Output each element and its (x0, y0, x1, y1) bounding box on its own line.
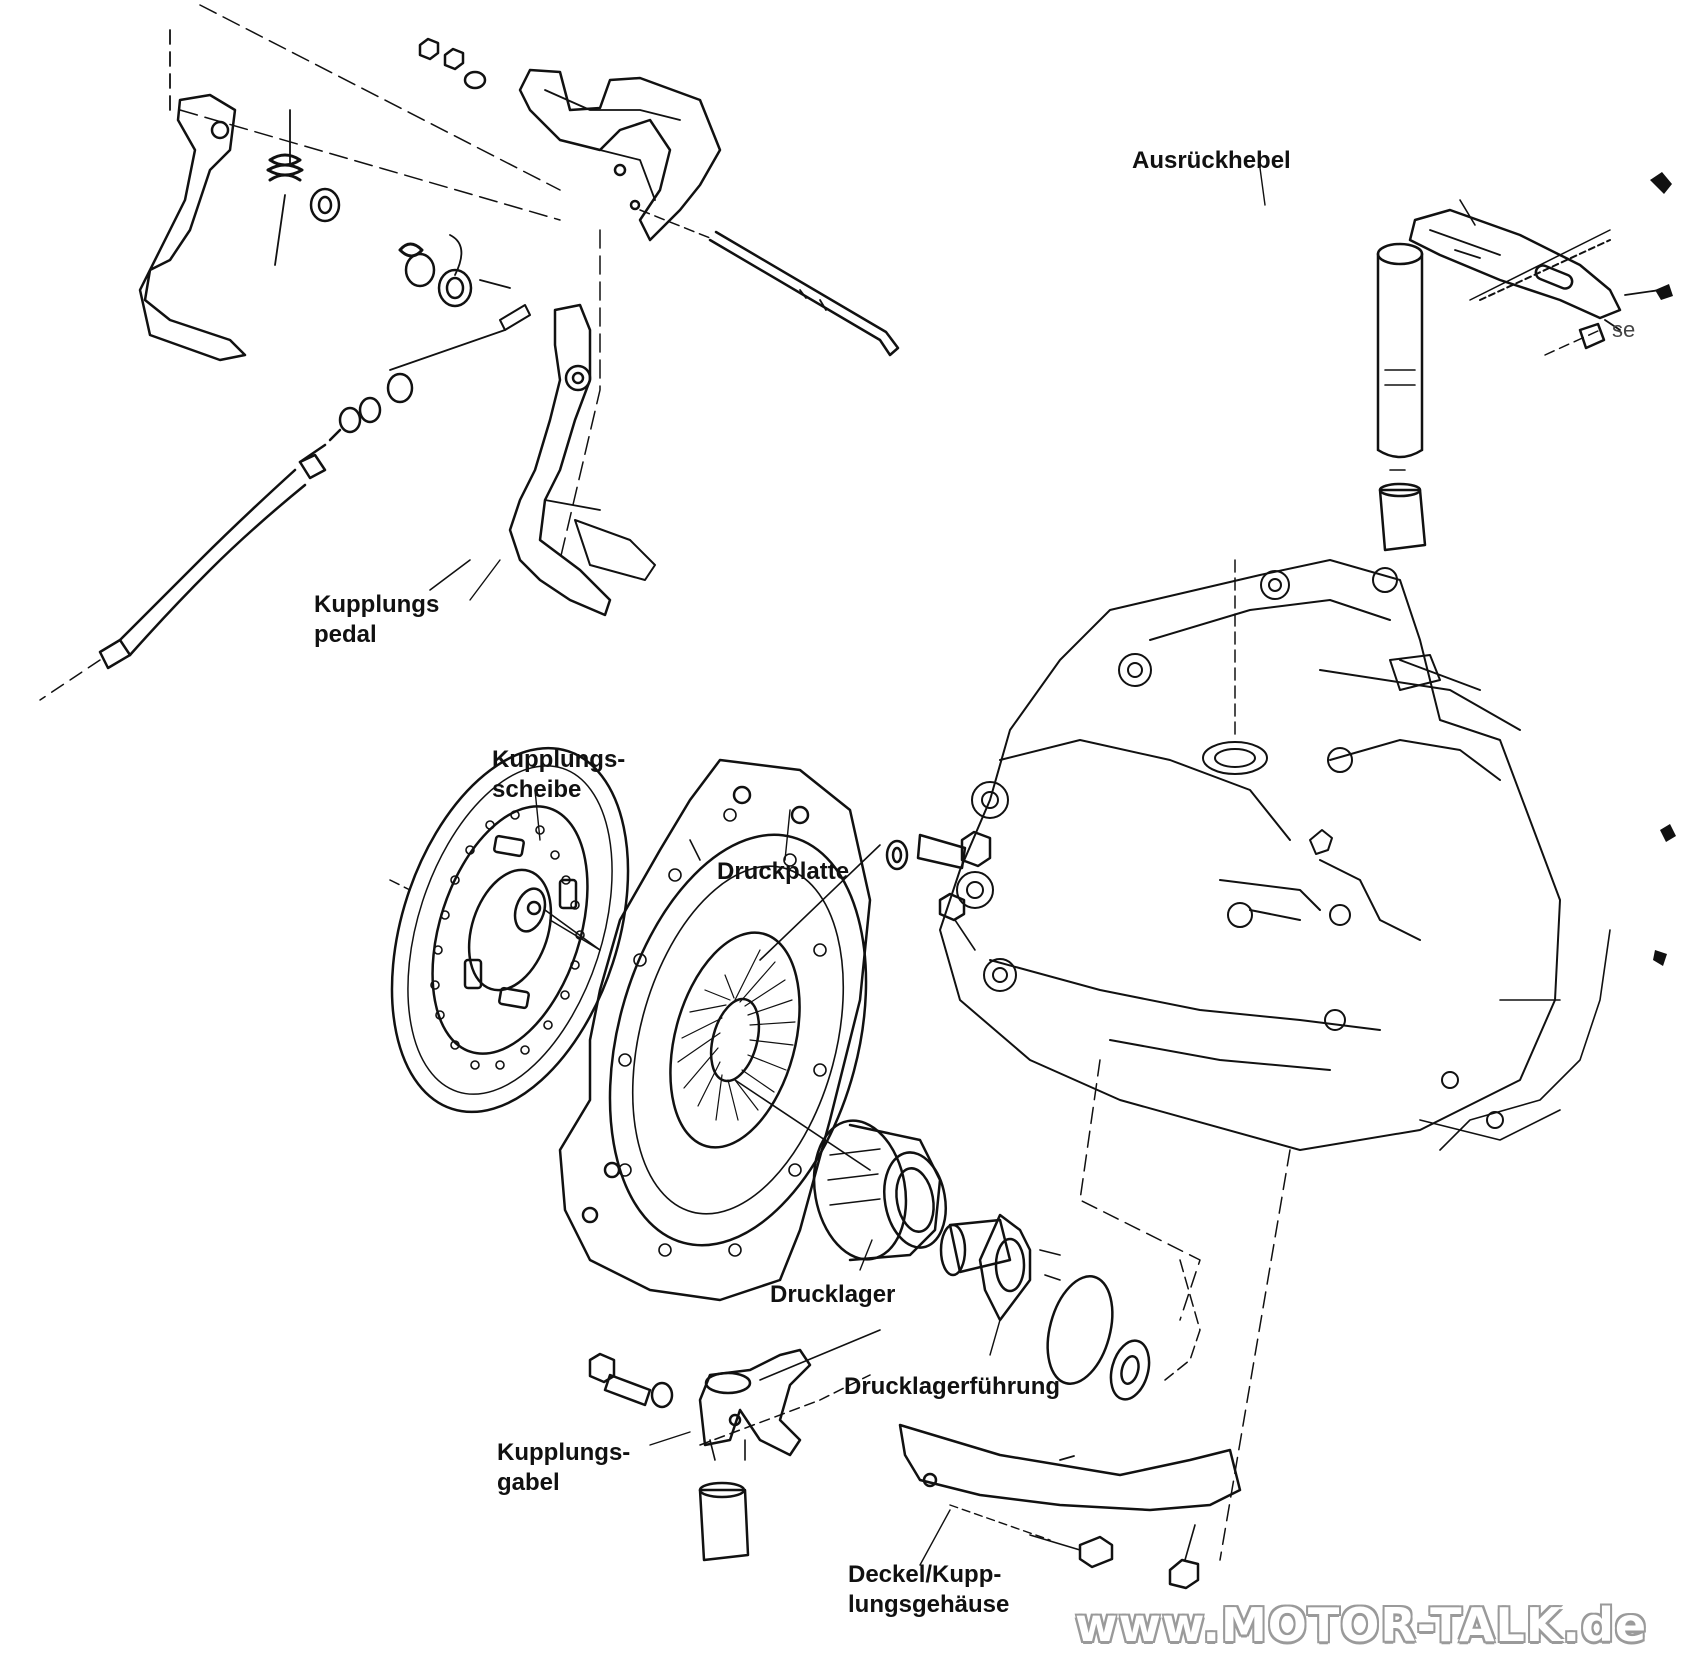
label-kupplungsgabel-line-1: Kupplungs- (497, 1439, 631, 1466)
label-drucklager: Drucklager (770, 1281, 896, 1308)
clutch-disc (389, 746, 630, 1114)
gearbox-housing (939, 559, 1611, 1561)
label-drucklagerfuehrung: Drucklagerführung (844, 1373, 1061, 1400)
label-kupplungspedal-line-2: pedal (314, 621, 377, 648)
release-bearing (812, 1119, 947, 1262)
release-lever (1376, 172, 1676, 966)
release-bearing-guide (939, 1213, 1201, 1401)
label-deckel-line-2: lungsgehäuse (848, 1591, 1010, 1618)
watermark: www.MOTOR-TALK.de (1075, 1598, 1648, 1652)
label-deckel-line-1: Deckel/Kupp- (848, 1561, 1002, 1588)
label-kupplungsscheibe-line-2: scheibe (492, 776, 582, 803)
clutch-housing-cover (898, 1423, 1242, 1590)
label-druckplatte: Druckplatte (717, 858, 850, 885)
pressure-plate-bolts (885, 830, 992, 951)
label-kupplungsgabel: Kupplungs- gabel (497, 1438, 630, 1498)
label-kupplungspedal: Kupplungs pedal (314, 590, 439, 650)
pedal-assembly (39, 4, 900, 701)
label-kupplungspedal-line-1: Kupplungs (314, 591, 440, 618)
label-kupplungsscheibe-line-1: Kupplungs- (492, 746, 626, 773)
clutch-fork (588, 1329, 881, 1562)
margin-text: se (1612, 317, 1636, 342)
label-kupplungsscheibe: Kupplungs- scheibe (492, 745, 625, 805)
label-deckel-kupplungsgehaeuse: Deckel/Kupp- lungsgehäuse (848, 1560, 1009, 1620)
label-ausrueckhebel: Ausrückhebel (1132, 147, 1291, 174)
label-kupplungsgabel-line-2: gabel (497, 1469, 560, 1496)
pressure-plate (549, 758, 881, 1302)
leader-lines (469, 167, 1266, 1566)
